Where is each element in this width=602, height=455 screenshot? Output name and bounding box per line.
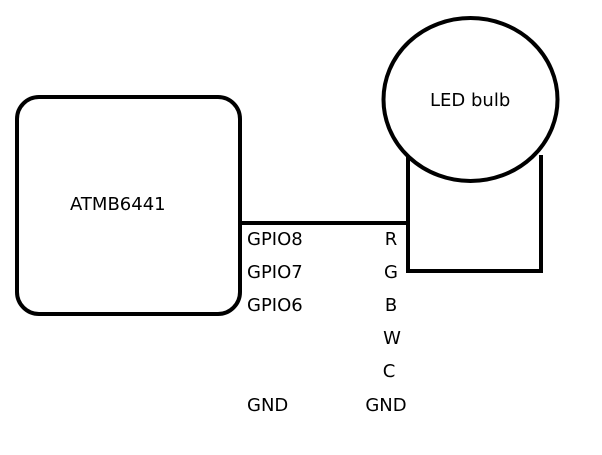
bulb-base xyxy=(406,155,543,273)
bulb-circle xyxy=(381,16,560,183)
chip-label: ATMB6441 xyxy=(70,194,166,215)
chip-pin-gpio8: GPIO8 xyxy=(247,229,303,250)
bulb-pin-b: B xyxy=(384,295,398,316)
bulb-pin-c: C xyxy=(382,361,396,382)
chip-pin-gpio6: GPIO6 xyxy=(247,295,303,316)
chip-pin-gpio7: GPIO7 xyxy=(247,262,303,283)
bulb-label: LED bulb xyxy=(430,90,511,111)
bulb-pin-gnd: GND xyxy=(365,395,407,416)
chip-box xyxy=(15,95,242,316)
bulb-pin-g: G xyxy=(384,262,398,283)
bulb-pin-r: R xyxy=(384,229,398,250)
chip-pin-gnd: GND xyxy=(247,395,289,416)
bulb-pin-w: W xyxy=(383,328,401,349)
